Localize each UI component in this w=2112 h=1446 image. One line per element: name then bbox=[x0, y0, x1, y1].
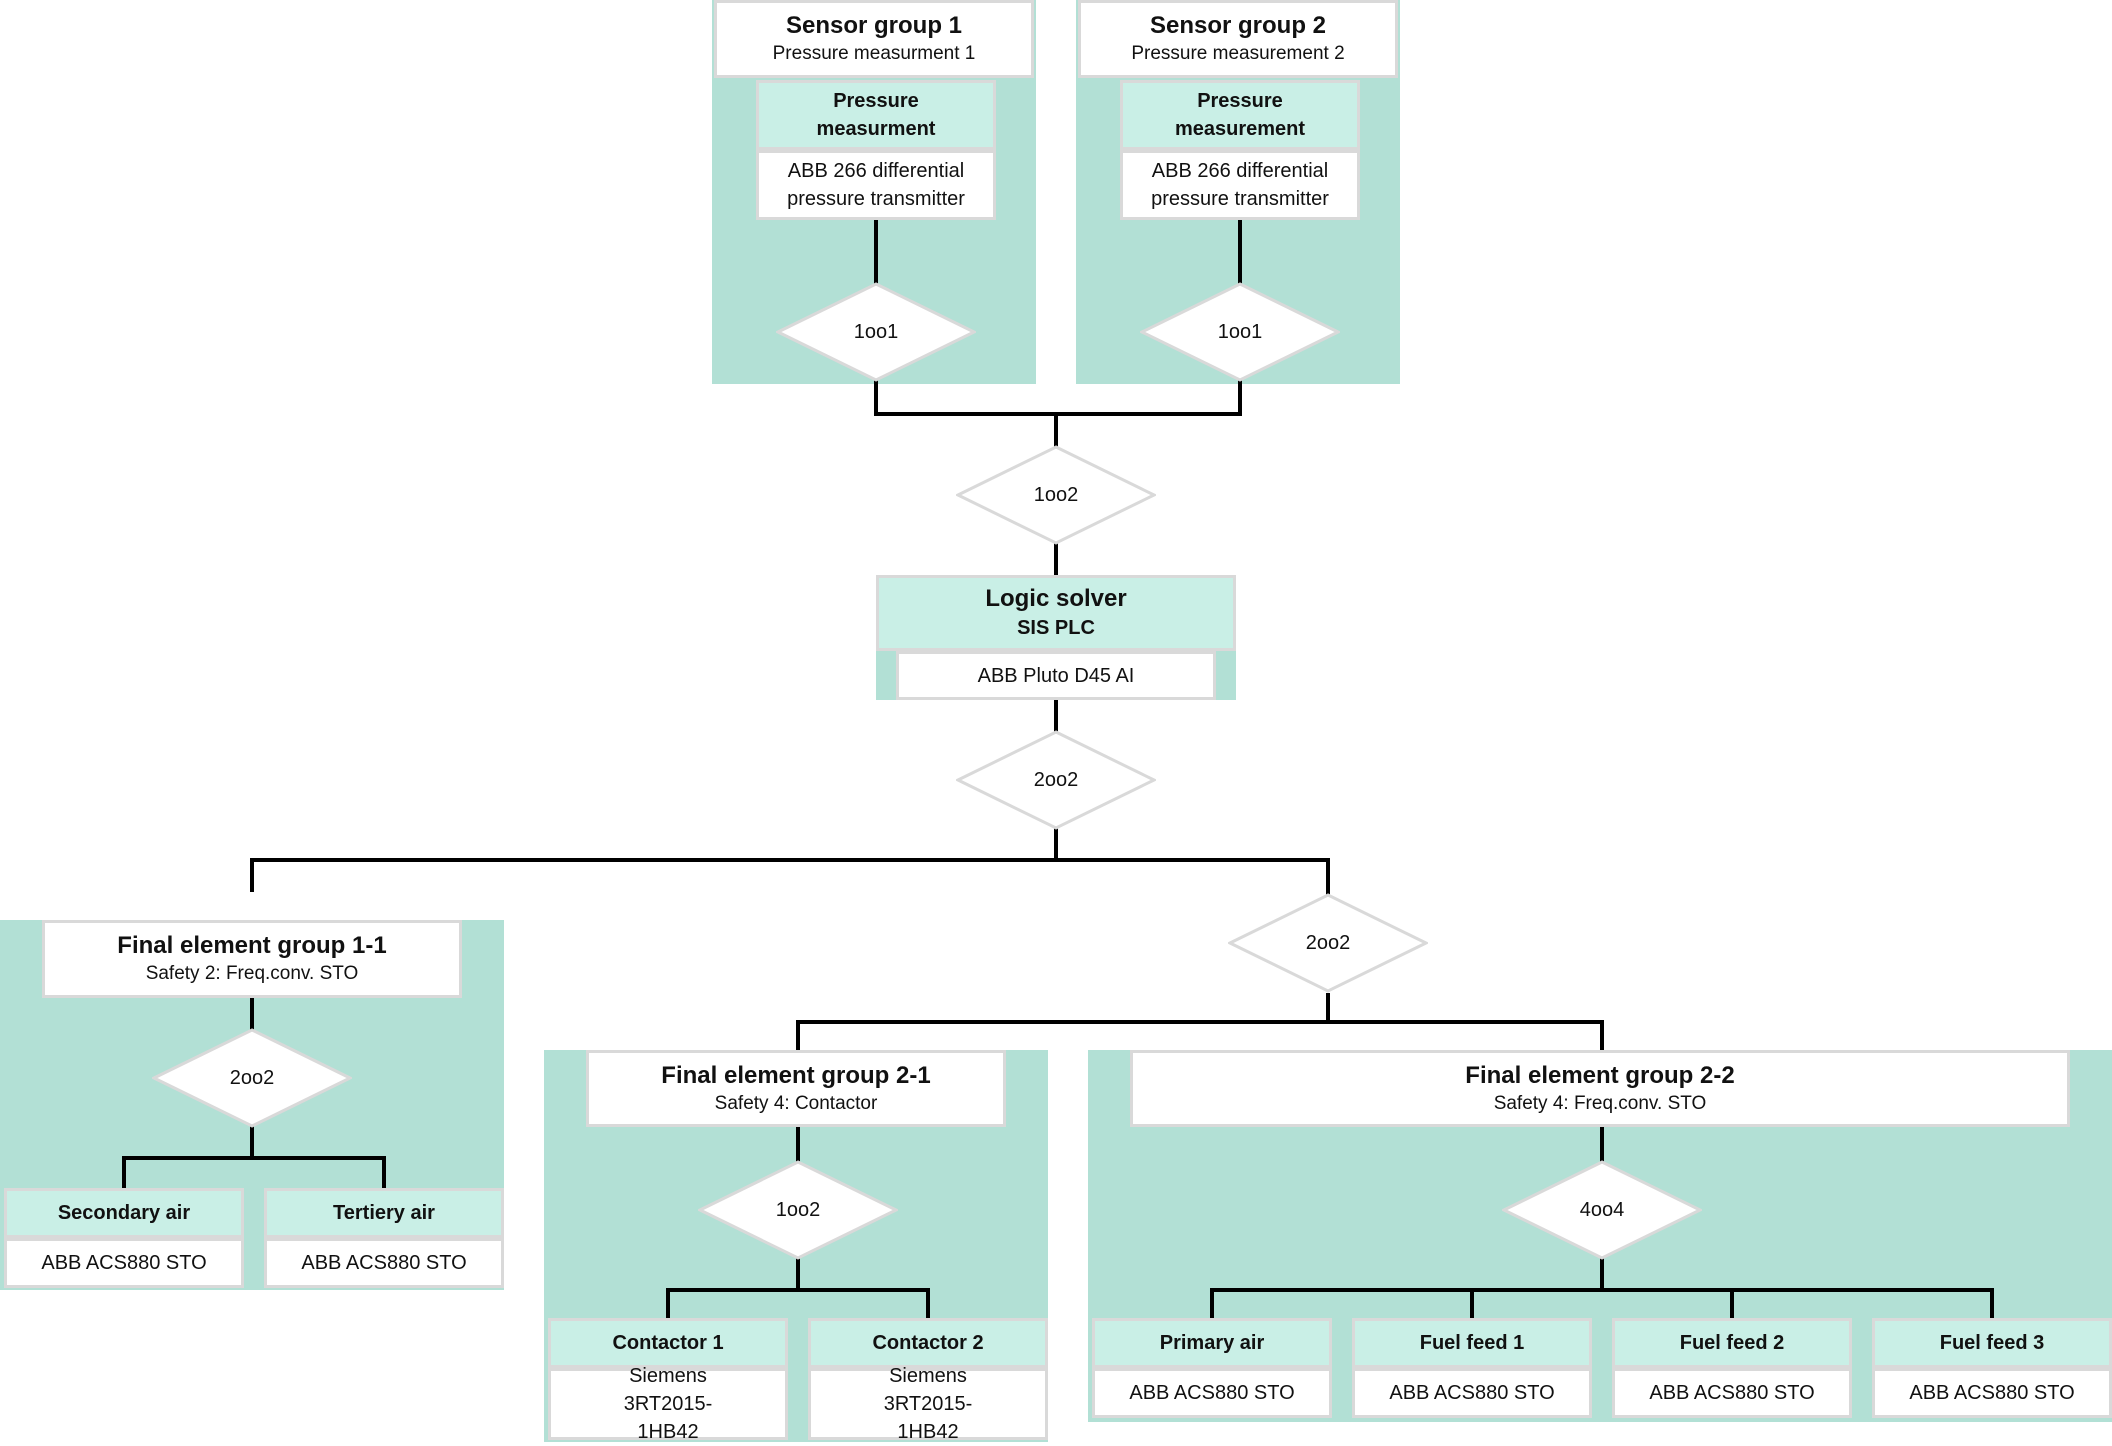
fe-group-2-vote-label: 2oo2 bbox=[1305, 931, 1351, 954]
fe-group-2-vote: 2oo2 bbox=[1228, 893, 1428, 993]
fe-2-2-item-1-header-label: Primary air bbox=[1159, 1332, 1265, 1354]
fe-group-2-2-title-box: Final element group 2-2 Safety 4: Freq.c… bbox=[1130, 1050, 2070, 1127]
fe-2-1-item-2-device-label: Siemens 3RT2015-1HB42 bbox=[883, 1365, 973, 1443]
fe-2-2-item-fuel-feed-1-device: ABB ACS880 STO bbox=[1352, 1368, 1592, 1418]
logic-solver-vote-label: 2oo2 bbox=[1033, 768, 1079, 791]
fe-1-1-item-2-device-label: ABB ACS880 STO bbox=[301, 1252, 467, 1274]
fe-group-1-1-vote-label: 2oo2 bbox=[229, 1066, 275, 1089]
fe-2-1-item-contactor-1-device: Siemens 3RT2015-1HB42 bbox=[548, 1365, 788, 1443]
fe-2-1-item-2-header-label: Contactor 2 bbox=[872, 1332, 984, 1354]
fe-1-1-item-secondary-air-header: Secondary air bbox=[4, 1188, 244, 1238]
sensor-group-2-title-box: Sensor group 2 Pressure measurement 2 bbox=[1078, 0, 1398, 78]
fe-2-2-item-fuel-feed-3-header: Fuel feed 3 bbox=[1872, 1318, 2112, 1368]
sensor-group-2-device-header: Pressure measurement bbox=[1120, 80, 1360, 150]
sensor-group-1-device-label: ABB 266 differential pressure transmitte… bbox=[787, 160, 965, 210]
sensor-group-1-title: Sensor group 1 bbox=[785, 12, 963, 39]
fe-2-2-item-1-device-label: ABB ACS880 STO bbox=[1129, 1382, 1295, 1404]
fe-group-1-1-title-box: Final element group 1-1 Safety 2: Freq.c… bbox=[42, 920, 462, 998]
fe-group-1-1-subtitle: Safety 2: Freq.conv. STO bbox=[145, 963, 359, 984]
fe-2-2-item-2-header-label: Fuel feed 1 bbox=[1419, 1332, 1525, 1354]
logic-solver-vote: 2oo2 bbox=[956, 730, 1156, 830]
fe-2-2-item-4-header-label: Fuel feed 3 bbox=[1939, 1332, 2045, 1354]
fe-group-2-1-vote: 1oo2 bbox=[698, 1160, 898, 1260]
fe-1-1-item-2-header-label: Tertiery air bbox=[333, 1202, 435, 1224]
sensor-group-2-vote: 1oo1 bbox=[1140, 282, 1340, 382]
fe-group-2-2-vote: 4oo4 bbox=[1502, 1160, 1702, 1260]
fe-2-1-item-contactor-2-header: Contactor 2 bbox=[808, 1318, 1048, 1368]
fe-group-1-1-title: Final element group 1-1 bbox=[117, 932, 387, 959]
sensor-group-1-title-box: Sensor group 1 Pressure measurment 1 bbox=[714, 0, 1034, 78]
fe-1-1-item-1-header-label: Secondary air bbox=[57, 1202, 191, 1224]
fe-2-1-item-1-device-label: Siemens 3RT2015-1HB42 bbox=[623, 1365, 713, 1443]
fe-2-2-item-fuel-feed-2-device: ABB ACS880 STO bbox=[1612, 1368, 1852, 1418]
fe-group-2-2-title: Final element group 2-2 bbox=[1465, 1061, 1735, 1089]
logic-solver-title: Logic solver bbox=[985, 585, 1127, 612]
fe-2-2-item-2-device-label: ABB ACS880 STO bbox=[1389, 1382, 1555, 1404]
fe-2-1-item-1-header-label: Contactor 1 bbox=[612, 1332, 724, 1354]
sensor-group-2-device-header-label: Pressure measurement bbox=[1174, 90, 1306, 140]
fe-1-1-item-tertiery-air-device: ABB ACS880 STO bbox=[264, 1238, 504, 1288]
fe-group-2-1-title: Final element group 2-1 bbox=[661, 1061, 931, 1089]
sensor-group-1-subtitle: Pressure measurment 1 bbox=[772, 43, 976, 64]
fe-2-1-item-contactor-2-device: Siemens 3RT2015-1HB42 bbox=[808, 1365, 1048, 1443]
fe-1-1-item-secondary-air-device: ABB ACS880 STO bbox=[4, 1238, 244, 1288]
fe-group-2-2-subtitle: Safety 4: Freq.conv. STO bbox=[1493, 1092, 1707, 1114]
sensor-group-2-vote-label: 1oo1 bbox=[1217, 320, 1263, 343]
logic-solver-subtitle: SIS PLC bbox=[1017, 617, 1095, 639]
fe-group-2-1-subtitle: Safety 4: Contactor bbox=[714, 1092, 878, 1114]
fe-2-2-item-fuel-feed-2-header: Fuel feed 2 bbox=[1612, 1318, 1852, 1368]
sensor-group-2-device: ABB 266 differential pressure transmitte… bbox=[1120, 150, 1360, 220]
fe-group-2-2-vote-label: 4oo4 bbox=[1579, 1198, 1625, 1221]
sensor-vote: 1oo2 bbox=[956, 445, 1156, 545]
fe-2-2-item-primary-air-device: ABB ACS880 STO bbox=[1092, 1368, 1332, 1418]
fe-2-2-item-3-header-label: Fuel feed 2 bbox=[1679, 1332, 1785, 1354]
sensor-group-2-device-label: ABB 266 differential pressure transmitte… bbox=[1151, 160, 1329, 210]
fe-group-2-1-vote-label: 1oo2 bbox=[775, 1198, 821, 1221]
fe-2-1-item-contactor-1-header: Contactor 1 bbox=[548, 1318, 788, 1368]
sensor-vote-label: 1oo2 bbox=[1033, 483, 1079, 506]
fe-2-2-item-4-device-label: ABB ACS880 STO bbox=[1909, 1382, 2075, 1404]
logic-solver-header: Logic solver SIS PLC bbox=[876, 575, 1236, 651]
fe-1-1-item-1-device-label: ABB ACS880 STO bbox=[41, 1252, 207, 1274]
fe-2-2-item-3-device-label: ABB ACS880 STO bbox=[1649, 1382, 1815, 1404]
sensor-group-1-device: ABB 266 differential pressure transmitte… bbox=[756, 150, 996, 220]
logic-solver-device-label: ABB Pluto D45 AI bbox=[977, 664, 1135, 687]
fe-group-2-1-title-box: Final element group 2-1 Safety 4: Contac… bbox=[586, 1050, 1006, 1127]
fe-group-1-1-vote: 2oo2 bbox=[152, 1028, 352, 1128]
sensor-group-1-vote-label: 1oo1 bbox=[853, 320, 899, 343]
fe-2-2-item-fuel-feed-3-device: ABB ACS880 STO bbox=[1872, 1368, 2112, 1418]
fe-2-2-item-fuel-feed-1-header: Fuel feed 1 bbox=[1352, 1318, 1592, 1368]
sensor-group-2-title: Sensor group 2 bbox=[1149, 12, 1327, 39]
logic-solver-device: ABB Pluto D45 AI bbox=[896, 651, 1216, 700]
fe-1-1-item-tertiery-air-header: Tertiery air bbox=[264, 1188, 504, 1238]
fe-2-2-item-primary-air-header: Primary air bbox=[1092, 1318, 1332, 1368]
sensor-group-2-subtitle: Pressure measurement 2 bbox=[1131, 43, 1345, 64]
sensor-group-1-device-header: Pressure measurment bbox=[756, 80, 996, 150]
sensor-group-1-vote: 1oo1 bbox=[776, 282, 976, 382]
sensor-group-1-device-header-label: Pressure measurment bbox=[816, 90, 936, 140]
